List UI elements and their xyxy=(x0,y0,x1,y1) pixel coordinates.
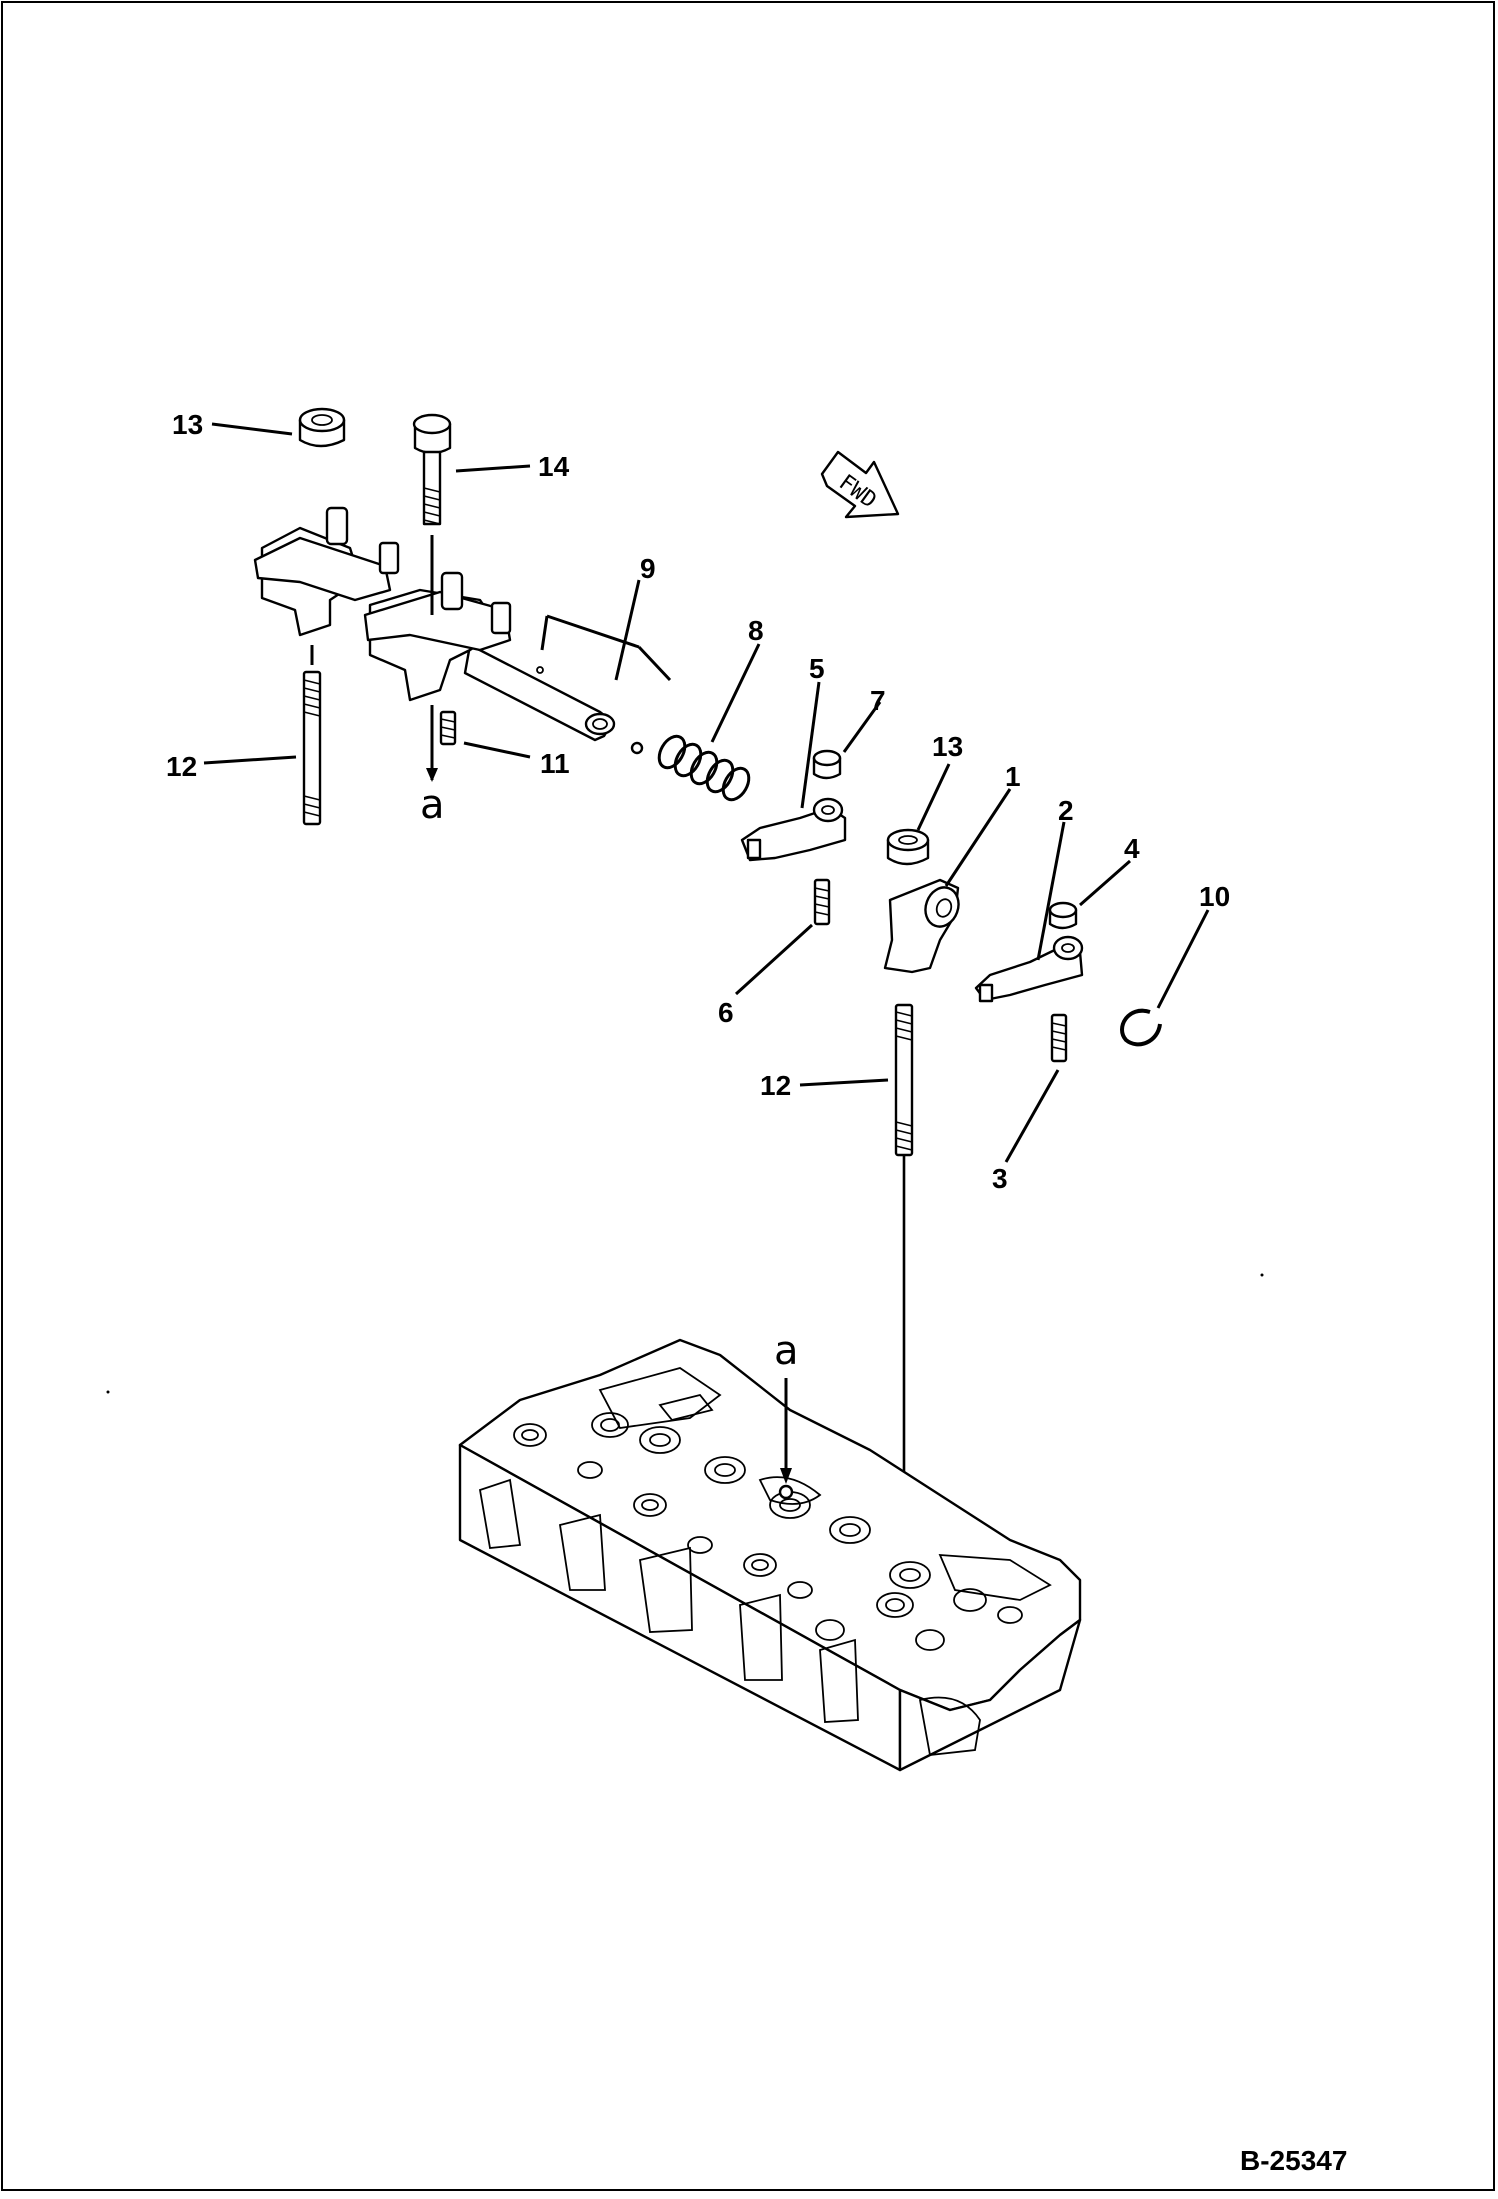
cylinder-head xyxy=(458,1338,1082,1772)
callout-13-center: 13 xyxy=(932,731,963,762)
callout-7: 7 xyxy=(870,685,886,716)
nut-13-center xyxy=(886,828,930,866)
spring-8 xyxy=(657,734,751,802)
callout-6: 6 xyxy=(718,997,734,1028)
stud-12-left xyxy=(302,645,322,826)
nut-7 xyxy=(812,749,842,780)
rocker-shaft-assembly xyxy=(253,506,644,755)
detail-marker-a-upper: a xyxy=(420,782,445,828)
rocker-arm-5 xyxy=(740,797,847,862)
callout-5: 5 xyxy=(809,653,825,684)
rocker-bracket-1 xyxy=(883,878,960,974)
screw-6 xyxy=(813,878,831,926)
screw-11 xyxy=(426,705,457,782)
callout-14: 14 xyxy=(538,451,570,482)
nut-13-top-left xyxy=(298,407,346,448)
callout-12-center: 12 xyxy=(760,1070,791,1101)
snap-ring-10 xyxy=(1120,1008,1162,1047)
bolt-14 xyxy=(412,413,452,615)
callout-leaders xyxy=(203,422,1210,1163)
callout-10: 10 xyxy=(1199,881,1230,912)
drawing-number: B-25347 xyxy=(1240,2145,1347,2176)
detail-a-pointer xyxy=(780,1378,792,1484)
stud-12-center xyxy=(894,1003,914,1545)
fwd-direction-arrow: FWD xyxy=(820,450,900,519)
callout-8: 8 xyxy=(748,615,764,646)
rocker-arm-2 xyxy=(974,935,1084,1003)
callout-labels: 13 14 12 11 9 8 5 7 13 1 2 4 10 6 12 3 a… xyxy=(166,409,1230,1374)
callout-12-left: 12 xyxy=(166,751,197,782)
callout-11: 11 xyxy=(540,748,570,779)
callout-13-top: 13 xyxy=(172,409,203,440)
callout-4: 4 xyxy=(1124,833,1140,864)
callout-1: 1 xyxy=(1005,761,1021,792)
screw-3 xyxy=(1050,1013,1068,1063)
callout-9: 9 xyxy=(640,553,656,584)
callout-2: 2 xyxy=(1058,795,1074,826)
callout-3: 3 xyxy=(992,1163,1008,1194)
detail-marker-a-lower: a xyxy=(774,1328,799,1374)
nut-4 xyxy=(1048,901,1078,930)
